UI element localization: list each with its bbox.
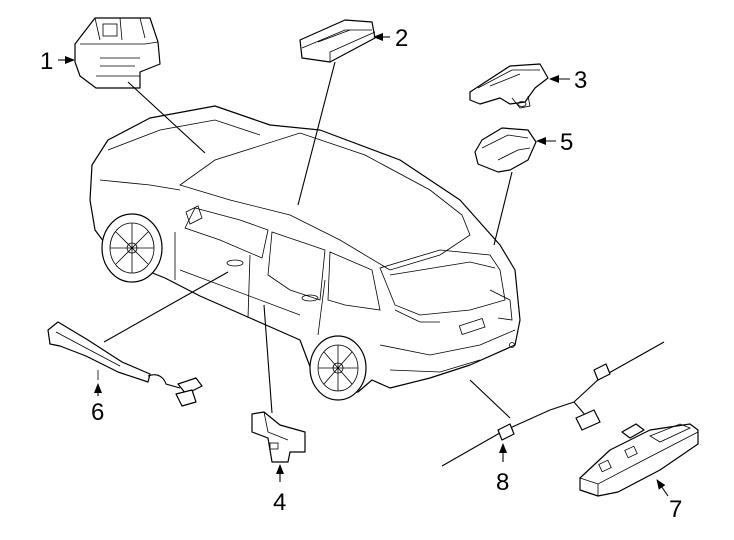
callout-6: 6 — [91, 399, 104, 426]
leader-line-4 — [263, 304, 273, 414]
callout-arrow-7 — [656, 479, 669, 497]
leader-line-2 — [297, 61, 336, 206]
leader-line-6 — [103, 271, 229, 343]
rear-wheel — [309, 335, 367, 401]
part-1-control-module[interactable] — [74, 17, 161, 89]
callout-3: 3 — [574, 67, 587, 94]
callout-4: 4 — [273, 489, 286, 516]
front-wheel — [101, 213, 163, 283]
callout-7: 7 — [669, 496, 682, 523]
part-4-bracket[interactable] — [251, 411, 306, 463]
part-6-antenna-strip[interactable] — [47, 321, 203, 407]
callout-5: 5 — [560, 129, 573, 156]
part-2-module[interactable] — [299, 19, 376, 63]
callout-1: 1 — [40, 48, 53, 75]
part-8-antenna-cable[interactable] — [441, 341, 665, 467]
part-3-module[interactable] — [469, 63, 549, 109]
leader-line-1 — [127, 81, 206, 154]
vehicle-illustration — [89, 105, 521, 401]
leader-line-5 — [493, 171, 513, 246]
callout-8: 8 — [496, 469, 509, 496]
part-5-sensor[interactable] — [474, 127, 537, 173]
leader-line-8 — [469, 379, 511, 419]
callout-2: 2 — [395, 25, 408, 52]
part-7-receiver[interactable] — [579, 423, 699, 497]
